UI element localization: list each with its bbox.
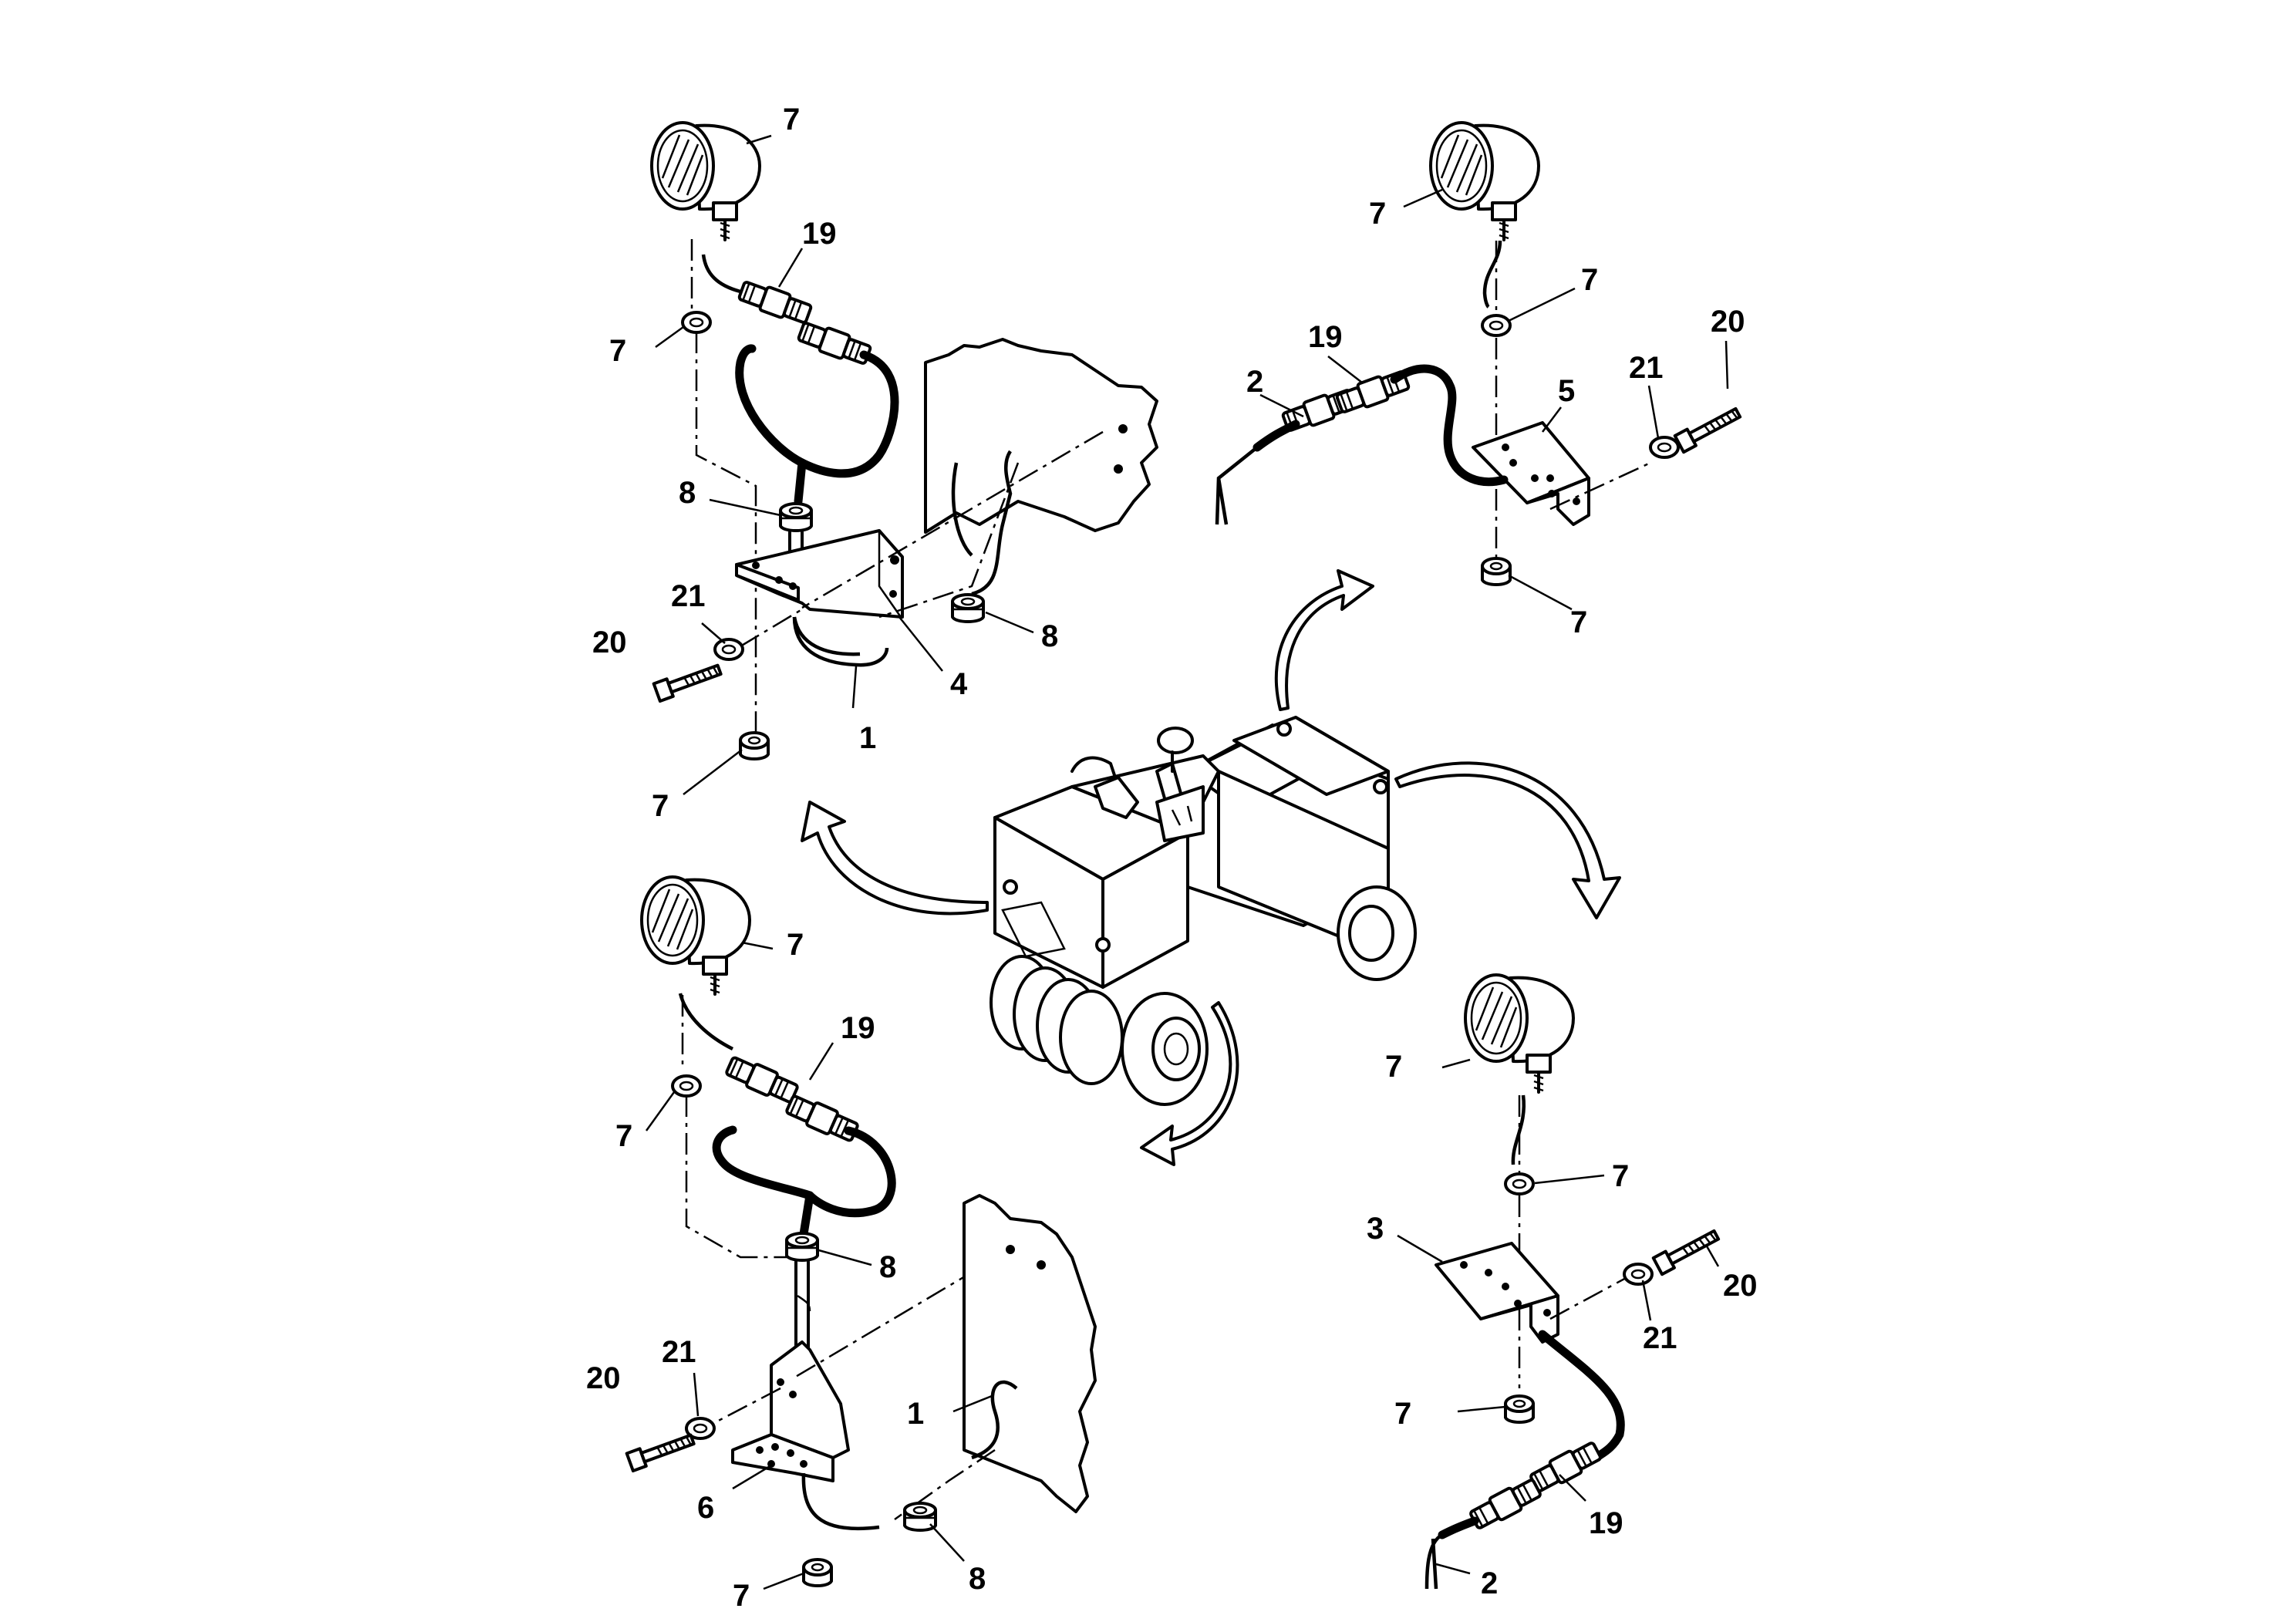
washer-icon: [671, 1074, 702, 1098]
callout-1: 1: [907, 1397, 924, 1431]
work-lamp-icon: [650, 121, 761, 241]
bolt-icon: [652, 659, 724, 703]
connector-icon: [795, 318, 874, 369]
callout-21: 21: [671, 579, 706, 613]
work-lamp-icon: [1464, 973, 1575, 1094]
bolt-icon: [1675, 405, 1742, 453]
callout-5: 5: [1558, 374, 1575, 408]
washer-icon: [1504, 1172, 1535, 1195]
callout-7: 7: [783, 103, 800, 137]
arrow-to-bottom-right: [1394, 761, 1621, 919]
callout-2: 2: [1246, 365, 1263, 399]
callout-7: 7: [733, 1579, 750, 1613]
arrow-to-top-left: [801, 801, 989, 916]
callout-21: 21: [1643, 1321, 1677, 1355]
callout-8: 8: [1041, 619, 1058, 653]
callout-4: 4: [950, 667, 968, 701]
callout-1: 1: [859, 721, 876, 755]
callout-7: 7: [1570, 605, 1587, 639]
callout-21: 21: [662, 1335, 696, 1369]
callout-7: 7: [609, 334, 626, 368]
washer-icon: [713, 638, 744, 661]
bottom-left-light-assembly: [625, 875, 1097, 1587]
washer-icon: [1623, 1263, 1654, 1286]
connector-icon: [1529, 1439, 1603, 1494]
washer-icon: [1649, 436, 1680, 459]
bolt-icon: [625, 1429, 697, 1473]
callout-8: 8: [969, 1562, 986, 1596]
callout-7: 7: [787, 928, 804, 962]
callout-7: 7: [1385, 1050, 1402, 1084]
grommet-icon: [951, 593, 985, 623]
callout-20: 20: [586, 1361, 621, 1395]
top-right-light-assembly: [1215, 121, 1742, 586]
callout-7: 7: [652, 789, 669, 823]
callout-19: 19: [802, 217, 837, 251]
grommet-icon: [779, 502, 813, 532]
nut-icon: [802, 1558, 833, 1587]
callout-19: 19: [1589, 1506, 1623, 1540]
work-lamp-icon: [1429, 121, 1540, 241]
work-lamp-icon: [640, 875, 751, 996]
callout-20: 20: [592, 626, 627, 659]
callout-8: 8: [879, 1250, 896, 1284]
nut-icon: [739, 731, 770, 760]
connector-icon: [723, 1052, 801, 1108]
arrow-to-bottom-left: [1140, 1001, 1239, 1166]
callout-20: 20: [1711, 305, 1745, 339]
roller-compactor-machine: [990, 716, 1417, 1106]
callout-3: 3: [1367, 1212, 1384, 1246]
callout-21: 21: [1629, 351, 1664, 385]
callout-6: 6: [697, 1491, 714, 1525]
callout-19: 19: [841, 1011, 875, 1045]
callout-19: 19: [1308, 320, 1343, 354]
bottom-right-light-assembly: [1424, 973, 1721, 1590]
nut-icon: [1504, 1394, 1535, 1424]
bolt-icon: [1654, 1227, 1721, 1275]
callout-7: 7: [1581, 263, 1598, 297]
callout-7: 7: [1369, 197, 1386, 231]
callout-7: 7: [1612, 1159, 1629, 1193]
callout-7: 7: [1394, 1397, 1411, 1431]
nut-icon: [1481, 557, 1512, 586]
connector-icon: [1468, 1476, 1542, 1531]
callout-20: 20: [1723, 1269, 1758, 1303]
washer-icon: [1481, 314, 1512, 337]
callout-labels: 7 19 7 8 21 20 8 4 1 7 7 7 19 20 2 5 21 …: [586, 103, 1758, 1613]
callout-2: 2: [1481, 1566, 1498, 1600]
top-left-light-assembly: [650, 121, 1158, 760]
arrow-to-top-right: [1274, 569, 1374, 711]
leader-lines: [645, 134, 1729, 1590]
callout-8: 8: [679, 476, 696, 510]
connector-icon: [736, 277, 814, 328]
washer-icon: [681, 311, 712, 334]
grommet-icon: [785, 1232, 819, 1262]
callout-7: 7: [615, 1119, 632, 1153]
connector-icon: [783, 1091, 861, 1146]
